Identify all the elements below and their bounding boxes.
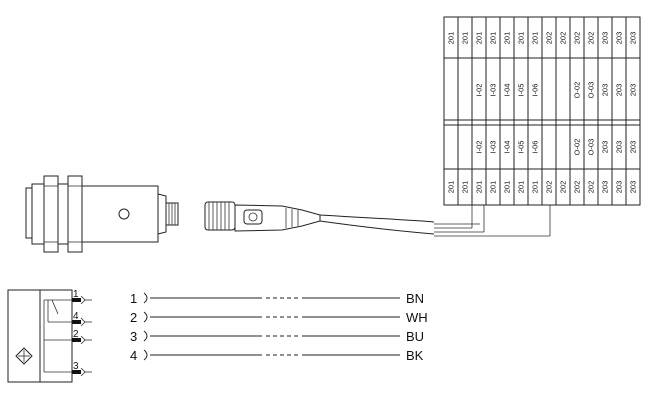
terminal-top-id: 203 — [629, 32, 638, 45]
terminal-top-id: 201 — [517, 32, 526, 45]
cable-lower — [319, 220, 435, 235]
terminal-upper-label: O-02 — [573, 82, 582, 99]
wire-color-code: BN — [406, 291, 424, 306]
wire-number: 2 — [130, 310, 137, 325]
sensor-nut — [67, 175, 83, 253]
terminal-upper-label: 203 — [615, 84, 624, 97]
sensor-tail — [157, 193, 167, 235]
terminal-bottom-id: 202 — [587, 181, 596, 194]
terminal-bottom-id: 201 — [517, 181, 526, 194]
terminal-top-id: 201 — [447, 32, 456, 45]
terminal-upper-label: I-06 — [531, 84, 540, 97]
terminal-top-id: 201 — [489, 32, 498, 45]
terminal-bottom-id: 203 — [601, 181, 610, 194]
terminal-top-id: 203 — [615, 32, 624, 45]
wire-socket-icon — [143, 330, 148, 342]
terminal-bottom-id: 203 — [629, 181, 638, 194]
terminal-table: 201201201201201I-02I-02201201I-03I-03201… — [443, 16, 641, 206]
terminal-top-id: 202 — [587, 32, 596, 45]
terminal-top-id: 202 — [559, 32, 568, 45]
cable-upper — [319, 214, 435, 223]
terminal-lower-label: O-03 — [587, 139, 596, 156]
inductive-sensor-icon — [15, 347, 33, 365]
terminal-upper-label: 203 — [601, 84, 610, 97]
sensor-thread — [57, 183, 69, 245]
pin-arrow-icon — [80, 317, 86, 327]
terminal-top-id: 201 — [475, 32, 484, 45]
pin-terminal — [72, 298, 81, 302]
terminal-lower-label: I-05 — [517, 141, 526, 154]
wire-color-code: BK — [406, 348, 424, 363]
wire-socket-icon — [143, 292, 148, 304]
pin-arrow-icon — [80, 367, 86, 377]
sensor-pin-number: 3 — [73, 361, 79, 372]
terminal-lower-label: I-02 — [475, 141, 484, 154]
terminal-bottom-id: 202 — [573, 181, 582, 194]
terminal-upper-label: I-03 — [489, 84, 498, 97]
terminal-bottom-id: 202 — [559, 181, 568, 194]
terminal-upper-label: 203 — [629, 84, 638, 97]
sensor-schematic-symbol: 1 4 2 3 — [7, 289, 92, 383]
sensor-pin-number: 2 — [73, 329, 79, 340]
wire-color-code: WH — [406, 310, 428, 325]
terminal-top-id: 201 — [503, 32, 512, 45]
sensor-pin-number: 4 — [73, 311, 79, 322]
terminal-bottom-id: 202 — [545, 181, 554, 194]
terminal-upper-label: I-04 — [503, 84, 512, 97]
pin-terminal — [72, 338, 81, 342]
sensor-face — [25, 187, 33, 239]
terminal-bottom-id: 203 — [615, 181, 624, 194]
terminal-lower-label: 203 — [615, 141, 624, 154]
terminal-upper-label: I-05 — [517, 84, 526, 97]
terminal-top-id: 202 — [573, 32, 582, 45]
terminal-lower-label: I-03 — [489, 141, 498, 154]
sensor-body — [81, 185, 159, 243]
sensor-front-thread — [31, 183, 45, 245]
terminal-top-id: 201 — [531, 32, 540, 45]
terminal-lower-label: I-06 — [531, 141, 540, 154]
terminal-lower-label: 203 — [601, 141, 610, 154]
connector-body — [234, 204, 321, 232]
pin-terminal — [72, 370, 81, 374]
terminal-bottom-id: 201 — [475, 181, 484, 194]
terminal-lower-label: O-02 — [573, 139, 582, 156]
logo-mark — [248, 212, 258, 222]
wire-color-code: BU — [406, 329, 424, 344]
pin-terminal — [72, 320, 81, 324]
sensor-nut — [43, 175, 59, 253]
proximity-sensor — [25, 175, 179, 253]
connector-logo — [243, 209, 263, 225]
terminal-bottom-id: 201 — [447, 181, 456, 194]
sensor-pin-number: 1 — [73, 289, 79, 300]
switch-contact — [51, 299, 59, 315]
wire-number: 1 — [130, 291, 137, 306]
wire-socket-icon — [143, 349, 148, 361]
cable-connector — [204, 201, 551, 237]
terminal-top-id: 201 — [461, 32, 470, 45]
terminal-upper-label: O-03 — [587, 82, 596, 99]
terminal-lower-label: 203 — [629, 141, 638, 154]
terminal-top-id: 202 — [545, 32, 554, 45]
terminal-bottom-id: 201 — [461, 181, 470, 194]
wire-number: 3 — [130, 329, 137, 344]
terminal-top-id: 203 — [601, 32, 610, 45]
connector-coupling-nut — [204, 201, 236, 231]
wire-number: 4 — [130, 348, 137, 363]
terminal-upper-label: I-02 — [475, 84, 484, 97]
wire-socket-icon — [143, 311, 148, 323]
terminal-bottom-id: 201 — [531, 181, 540, 194]
pin-arrow-icon — [80, 295, 86, 305]
terminal-bottom-id: 201 — [503, 181, 512, 194]
pin-arrow-icon — [80, 335, 86, 345]
terminal-bottom-id: 201 — [489, 181, 498, 194]
terminal-lower-label: I-04 — [503, 141, 512, 154]
wire-legend: 1 BN 2 WH 3 BU 4 BK — [130, 291, 428, 363]
led-indicator — [118, 208, 130, 220]
